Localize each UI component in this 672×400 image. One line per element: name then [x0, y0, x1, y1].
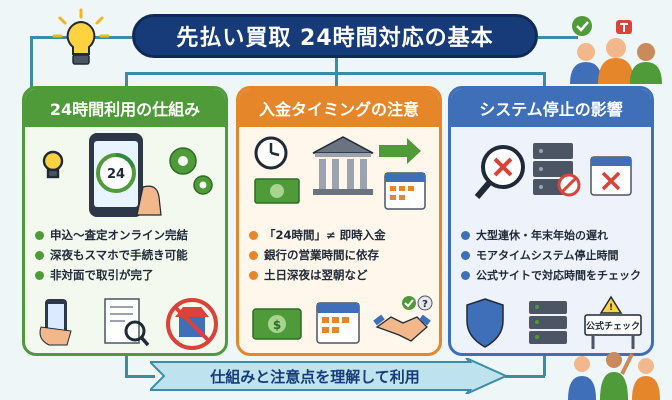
- bullet-dot: [35, 230, 44, 240]
- shield-icon: [466, 298, 504, 348]
- phone-hand-icon: [39, 299, 72, 346]
- svg-text:!: !: [609, 303, 613, 313]
- no-store-icon: [166, 298, 218, 350]
- list-item: 深夜もスマホで手続き可能: [35, 245, 225, 265]
- bullet-dot: [461, 250, 470, 260]
- list-item: 大型連休・年末年始の遅れ: [461, 225, 651, 245]
- connector-line: [505, 375, 545, 378]
- list-item: 公式サイトで対応時間をチェック: [461, 265, 651, 285]
- calendar-error-icon: [590, 156, 632, 196]
- panel-heading: 入金タイミングの注意: [239, 89, 439, 127]
- connector-line: [125, 72, 543, 75]
- panel-heading: 24時間利用の仕組み: [25, 89, 225, 127]
- bullet-dot: [249, 230, 258, 240]
- clock-icon: [254, 136, 288, 170]
- clock-24-label: 24: [107, 167, 125, 182]
- server-icon: [529, 301, 567, 344]
- connector-line: [125, 375, 155, 378]
- panel-system-outage: システム停止の影響 大型連休・年末年始の遅れ モアタイムシステム停止時間 公式サ…: [448, 86, 654, 356]
- official-check-label: 公式チェック: [586, 320, 640, 332]
- connector-line: [543, 356, 546, 376]
- list-item-text: 申込～査定オンライン完結: [50, 228, 188, 242]
- bullet-dot: [461, 230, 470, 240]
- bullet-dot: [35, 250, 44, 260]
- list-item-text: 深夜もスマホで手続き可能: [50, 248, 188, 262]
- svg-text:$: $: [273, 318, 281, 332]
- connector-line: [538, 36, 578, 39]
- list-item: 非対面で取引が完了: [35, 265, 225, 285]
- panel-icons: ! 公式チェック: [466, 295, 642, 349]
- search-error-icon: [474, 145, 525, 199]
- panel-deposit-timing: 入金タイミングの注意 「24時間」≠ 即時入金 銀行の営業時間に依: [236, 86, 442, 356]
- panel-24h-mechanism: 24時間利用の仕組み 24 申込～査定オンライン完結 深夜もスマホで手続き可能 …: [22, 86, 228, 356]
- list-item-text: 「24時間」≠ 即時入金: [264, 228, 386, 242]
- list-item: モアタイムシステム停止時間: [461, 245, 651, 265]
- list-item-text: 土日深夜は翌朝など: [264, 268, 368, 282]
- arrow-right-icon: [379, 138, 421, 164]
- panel-icons: [39, 298, 218, 350]
- svg-text:?: ?: [422, 299, 428, 310]
- bank-clock-illustration: [254, 136, 426, 210]
- system-outage-illustration: [474, 143, 632, 199]
- document-search-icon: [104, 298, 150, 347]
- summary-banner: 仕組みと注意点を理解して利用: [150, 358, 510, 394]
- connector-line: [543, 72, 546, 86]
- lightbulb-icon: [52, 8, 110, 65]
- calendar-icon: [316, 302, 360, 344]
- money-icon: [254, 178, 300, 204]
- handshake-icon: ?: [373, 295, 433, 342]
- list-item-text: モアタイムシステム停止時間: [476, 249, 619, 262]
- list-item-text: 銀行の営業時間に依存: [264, 248, 379, 262]
- bullet-dot: [35, 270, 44, 280]
- list-item: 土日深夜は翌朝など: [249, 265, 439, 285]
- server-icon: [533, 143, 581, 197]
- bullet-list: 大型連休・年末年始の遅れ モアタイムシステム停止時間 公式サイトで対応時間をチェ…: [461, 225, 651, 285]
- people-group-icon: [570, 16, 662, 84]
- bullet-dot: [249, 250, 258, 260]
- panel-icons: $ ?: [252, 295, 433, 344]
- list-item: 「24時間」≠ 即時入金: [249, 225, 439, 245]
- bullet-dot: [249, 270, 258, 280]
- bullet-dot: [461, 270, 470, 280]
- calendar-icon: [384, 172, 426, 210]
- list-item: 銀行の営業時間に依存: [249, 245, 439, 265]
- official-check-sign-icon: ! 公式チェック: [584, 295, 642, 349]
- bullet-list: 申込～査定オンライン完結 深夜もスマホで手続き可能 非対面で取引が完了: [35, 225, 225, 285]
- connector-line: [125, 72, 128, 86]
- smartphone-clock-illustration: 24: [42, 133, 213, 217]
- list-item: 申込～査定オンライン完結: [35, 225, 225, 245]
- page-title: 先払い買取 24時間対応の基本: [132, 14, 538, 58]
- panel-heading: システム停止の影響: [451, 89, 651, 127]
- bullet-list: 「24時間」≠ 即時入金 銀行の営業時間に依存 土日深夜は翌朝など: [249, 225, 439, 285]
- connector-line: [125, 356, 128, 376]
- people-celebrating-icon: [568, 352, 660, 400]
- list-item-text: 大型連休・年末年始の遅れ: [476, 229, 608, 242]
- money-icon: $: [252, 308, 302, 340]
- bank-icon: [312, 136, 374, 195]
- arrow-banner-shape: [150, 358, 509, 394]
- list-item-text: 非対面で取引が完了: [50, 268, 154, 282]
- banner-text: 仕組みと注意点を理解して利用: [210, 367, 420, 386]
- list-item-text: 公式サイトで対応時間をチェック: [476, 269, 641, 282]
- connector-line: [335, 58, 338, 86]
